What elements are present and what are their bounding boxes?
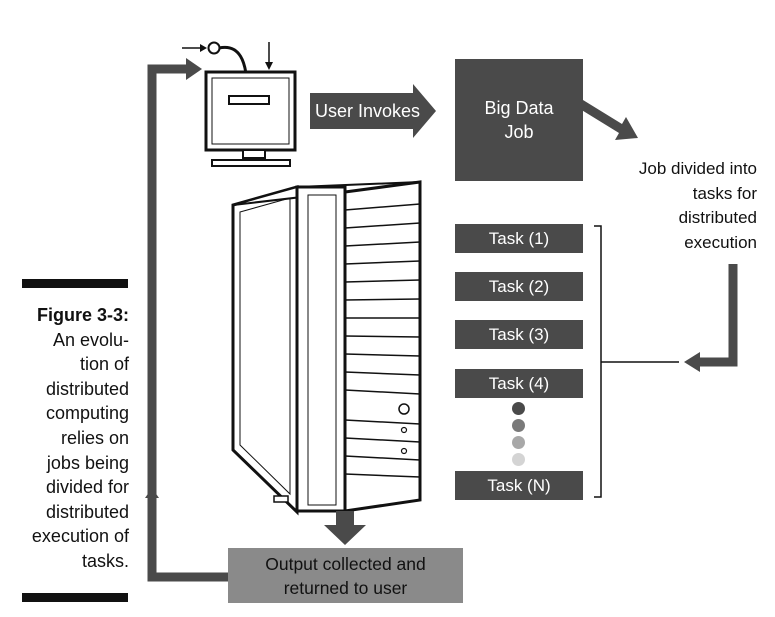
user-invokes-arrow <box>310 84 436 138</box>
server-tower-icon <box>231 180 422 516</box>
caption-bottom-rule <box>22 593 128 602</box>
feedback-loop-arrow <box>145 58 230 582</box>
ellipsis-dot <box>512 453 525 466</box>
job-divided-arrow <box>580 100 638 140</box>
elbow-arrow <box>684 264 738 372</box>
task-box: Task (3) <box>455 320 583 349</box>
task-box: Task (2) <box>455 272 583 301</box>
figure-label: Figure 3-3: <box>36 305 129 325</box>
caption-text: An evolu- tion of distributed computing … <box>31 329 129 571</box>
tasks-bracket <box>594 225 679 498</box>
monitor-icon <box>204 70 297 167</box>
task-box: Task (1) <box>455 224 583 253</box>
output-down-arrow <box>324 511 366 545</box>
user-invokes-label: User Invokes <box>315 101 421 121</box>
ellipsis-dot <box>512 402 525 415</box>
ellipsis-dot <box>512 436 525 449</box>
big-data-job-box: Big Data Job <box>455 59 583 181</box>
caption-top-rule <box>22 279 128 288</box>
figure-caption: Figure 3-3: An evolu- tion of distribute… <box>6 303 129 574</box>
job-divided-label: Job divided into tasks for distributed e… <box>638 159 757 252</box>
task-box: Task (N) <box>455 471 583 500</box>
ellipsis-dot <box>512 419 525 432</box>
output-box: Output collected and returned to user <box>228 548 463 603</box>
task-box: Task (4) <box>455 369 583 398</box>
